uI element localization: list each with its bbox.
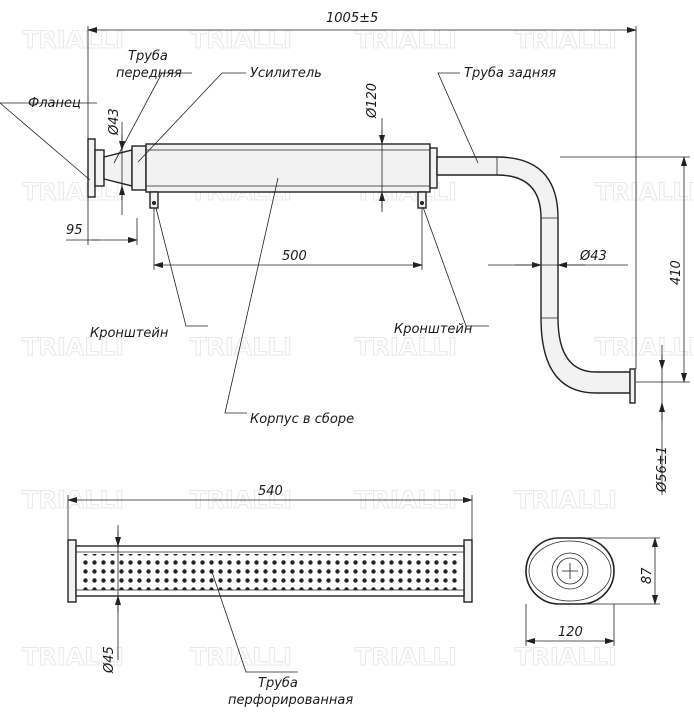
label-flange: Фланец — [28, 96, 81, 111]
watermark: TRIALLI — [22, 333, 124, 361]
label-body-assembly: Корпус в сборе — [250, 412, 354, 427]
flange — [87, 138, 96, 198]
label-reinforcement: Усилитель — [250, 66, 322, 81]
watermark: TRIALLI — [595, 178, 694, 206]
label-front-pipe-line1: Труба — [128, 49, 168, 64]
outlet-socket — [629, 368, 636, 404]
section-pipe-outer — [551, 552, 589, 590]
label-perf-pipe-line1: Труба — [258, 676, 298, 691]
watermark: TRIALLI — [515, 486, 617, 514]
flange-neck — [94, 149, 105, 187]
watermark: TRIALLI — [355, 333, 457, 361]
dim-section-height: 87 — [640, 567, 655, 584]
bracket-right — [417, 191, 427, 209]
perf-pipe-holes — [80, 554, 460, 590]
watermark: TRIALLI — [355, 643, 457, 671]
dim-overall-length: 1005±5 — [326, 11, 378, 26]
watermark: TRIALLI — [595, 333, 694, 361]
dim-rear-pipe-dia: Ø43 — [579, 249, 607, 264]
perf-pipe-dimensions — [67, 495, 473, 673]
watermark: TRIALLI — [22, 178, 124, 206]
watermark: TRIALLI — [515, 643, 617, 671]
rear-end-cap — [429, 147, 438, 189]
label-bracket-left: Кронштейн — [90, 326, 169, 341]
perf-pipe-end-left — [67, 539, 77, 603]
section-pipe-inner — [556, 557, 584, 585]
watermark: TRIALLI — [22, 643, 124, 671]
muffler-assembly — [87, 138, 636, 404]
label-bracket-right: Кронштейн — [394, 322, 473, 337]
reinforcement-collar — [131, 145, 147, 191]
dim-flange-offset: 95 — [66, 223, 83, 238]
body-cross-section — [525, 537, 615, 605]
perf-pipe-end-right — [463, 539, 473, 603]
muffler-body — [145, 143, 431, 193]
section-dimensions — [525, 537, 660, 646]
bracket-left — [149, 191, 159, 209]
label-perf-pipe-line2: перфорированная — [228, 693, 353, 708]
dim-section-width: 120 — [558, 625, 583, 640]
dim-outlet-dia: Ø56±1 — [655, 446, 670, 493]
dim-body-length: 500 — [282, 249, 307, 264]
label-rear-pipe: Труба задняя — [464, 66, 556, 81]
dim-height: 410 — [669, 260, 684, 285]
dim-perf-dia: Ø45 — [102, 646, 117, 674]
label-front-pipe-line2: передняя — [116, 66, 182, 81]
dim-body-dia: Ø120 — [365, 83, 380, 119]
perforated-pipe — [67, 539, 473, 603]
top-view-leaders — [0, 72, 489, 414]
dim-perf-length: 540 — [258, 484, 283, 499]
dim-front-pipe-dia: Ø43 — [107, 108, 122, 136]
watermark: TRIALLI — [190, 333, 292, 361]
